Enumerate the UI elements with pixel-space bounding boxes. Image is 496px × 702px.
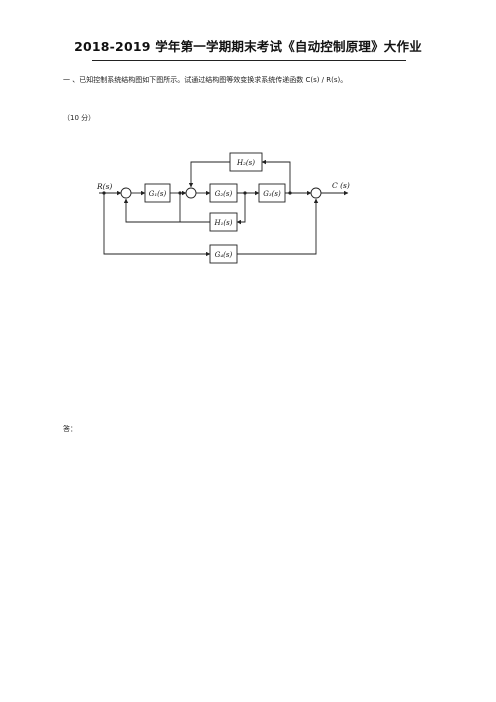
block-g4-label: G₄(s)	[215, 251, 233, 259]
branch-point-g1-out	[178, 191, 182, 195]
signal-g4-in	[103, 193, 211, 257]
block-g3-label: G₃(s)	[263, 190, 281, 198]
question-text: 一 、已知控制系统结构图如下图所示。试通过结构图等效变换求系统传递函数 C(s)…	[63, 76, 348, 84]
block-g3	[258, 183, 286, 203]
block-h1	[209, 212, 238, 232]
title-divider	[92, 60, 406, 61]
branch-point-g2-out	[243, 191, 247, 195]
branch-point-r	[102, 191, 106, 195]
input-label: R(s)	[96, 182, 112, 191]
block-h2	[229, 152, 263, 172]
branch-point-g3-out	[288, 191, 292, 195]
block-h1-label: H₁(s)	[214, 219, 233, 227]
block-g2	[209, 183, 238, 203]
answer-label: 答：	[63, 425, 77, 433]
block-g1-label: G₁(s)	[149, 190, 167, 198]
block-g4	[209, 244, 238, 264]
document-title: 2018-2019 学年第一学期期末考试《自动控制原理》大作业	[74, 39, 422, 54]
output-label: C (s)	[332, 181, 350, 190]
signal-h1-out	[123, 198, 210, 223]
signal-h2-feedback-out	[188, 161, 230, 188]
signal-h1-in	[236, 193, 246, 225]
summing-junction-1	[120, 187, 132, 199]
question-points: （10 分）	[63, 114, 96, 122]
block-g1	[144, 183, 171, 203]
signal-g4-out	[237, 198, 319, 255]
summing-junction-3	[310, 187, 322, 199]
block-h2-label: H₂(s)	[236, 159, 255, 167]
signal-h2-feedback-in	[261, 159, 291, 193]
block-g2-label: G₂(s)	[215, 190, 233, 198]
summing-junction-2	[185, 187, 197, 199]
